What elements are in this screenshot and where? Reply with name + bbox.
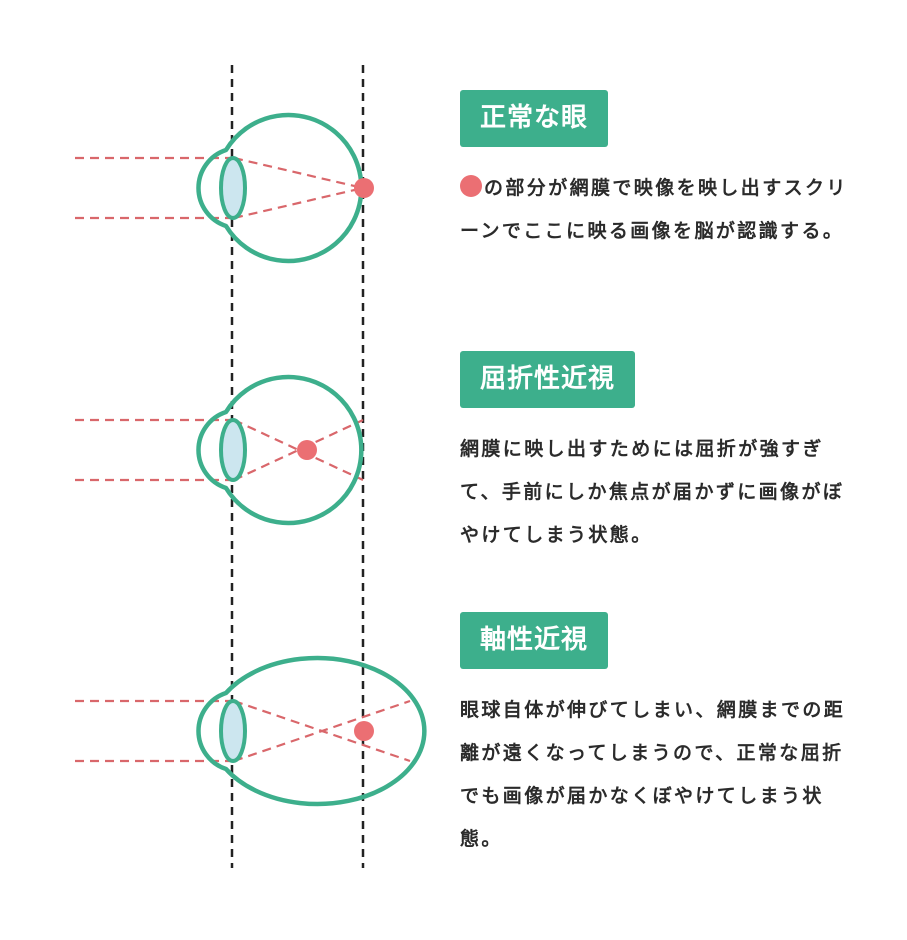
eyeball-outline xyxy=(196,374,364,526)
focus-point xyxy=(297,440,317,460)
eyeball-outline xyxy=(196,655,427,807)
refracted-ray-top xyxy=(233,156,364,190)
refracted-ray-bottom xyxy=(233,699,411,763)
section-normal-eye: 正常な眼 の部分が網膜で映像を映し出すスクリーンでここに映る画像を脳が認識する。 xyxy=(460,90,860,253)
section-refractive-myopia: 屈折性近視 網膜に映し出すためには屈折が強すぎて、手前にしか焦点が届かずに画像が… xyxy=(460,351,860,557)
refracted-ray-bottom xyxy=(233,186,364,220)
section-axial-myopia: 軸性近視 眼球自体が伸びてしまい、網膜までの距離が遠くなってしまうので、正常な屈… xyxy=(460,612,860,861)
red-dot-icon xyxy=(460,175,482,197)
lens xyxy=(219,699,247,763)
description-text: の部分が網膜で映像を映し出すスクリーンでここに映る画像を脳が認識する。 xyxy=(460,177,848,242)
eye-diagrams xyxy=(75,65,427,868)
section-description: 眼球自体が伸びてしまい、網膜までの距離が遠くなってしまうので、正常な屈折でも画像… xyxy=(460,699,846,850)
lens xyxy=(219,418,247,482)
section-description: の部分が網膜で映像を映し出すスクリーンでここに映る画像を脳が認識する。 xyxy=(460,167,850,253)
focus-point xyxy=(354,721,374,741)
axial-myopia-eye xyxy=(75,655,427,807)
section-description: 網膜に映し出すためには屈折が強すぎて、手前にしか焦点が届かずに画像がぼやけてしま… xyxy=(460,438,845,546)
section-title: 正常な眼 xyxy=(460,90,609,147)
normal-eye xyxy=(75,112,374,264)
refracted-ray-top xyxy=(233,419,364,481)
refractive-myopia-eye xyxy=(75,374,364,526)
eyeball-outline xyxy=(196,112,364,264)
lens xyxy=(219,156,247,220)
focus-point xyxy=(354,178,374,198)
section-title: 屈折性近視 xyxy=(460,351,636,408)
section-title: 軸性近視 xyxy=(460,612,609,669)
refracted-ray-bottom xyxy=(233,419,364,481)
